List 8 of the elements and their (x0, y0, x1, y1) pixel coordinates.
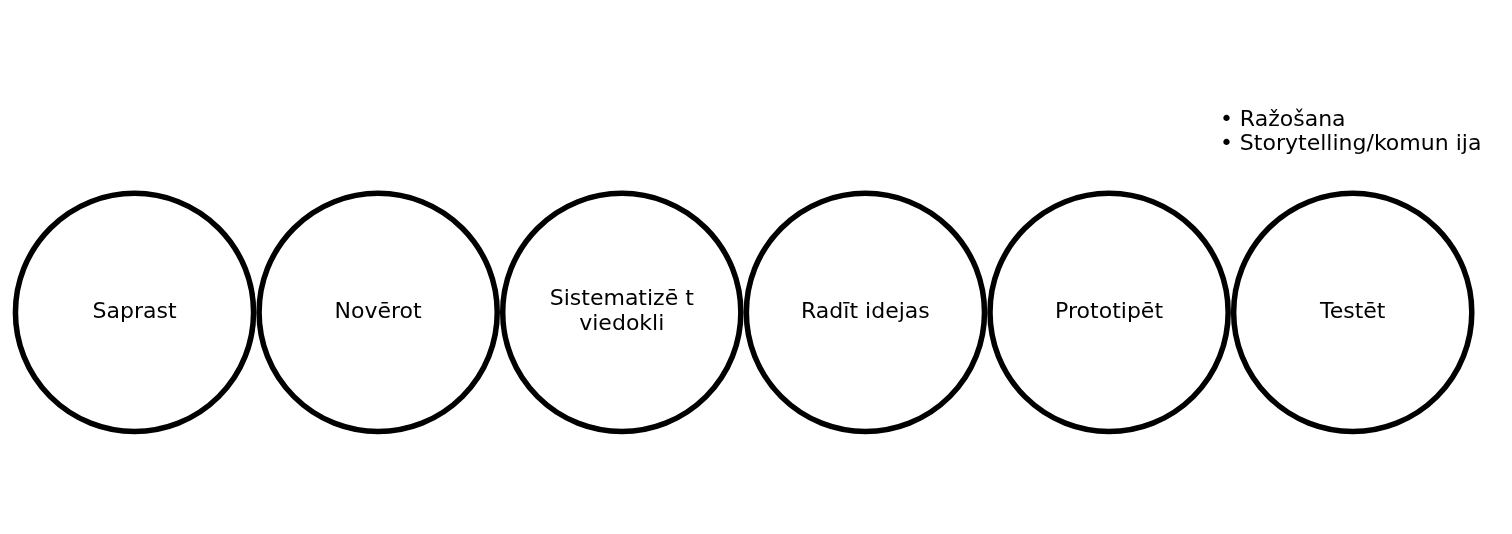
node-circle: Prototipēt (987, 190, 1231, 435)
label: • Storytelling/komun ija (1219, 130, 1482, 156)
node-circle: Radīt idejas (743, 190, 988, 435)
label: • Ražošana (1219, 105, 1346, 131)
node-circle: Saprast (12, 190, 257, 435)
node-circle: Testēt (1230, 190, 1475, 435)
node-circle: Novērot (256, 190, 500, 435)
node-circle: Sistematizē t viedokli (499, 190, 744, 435)
